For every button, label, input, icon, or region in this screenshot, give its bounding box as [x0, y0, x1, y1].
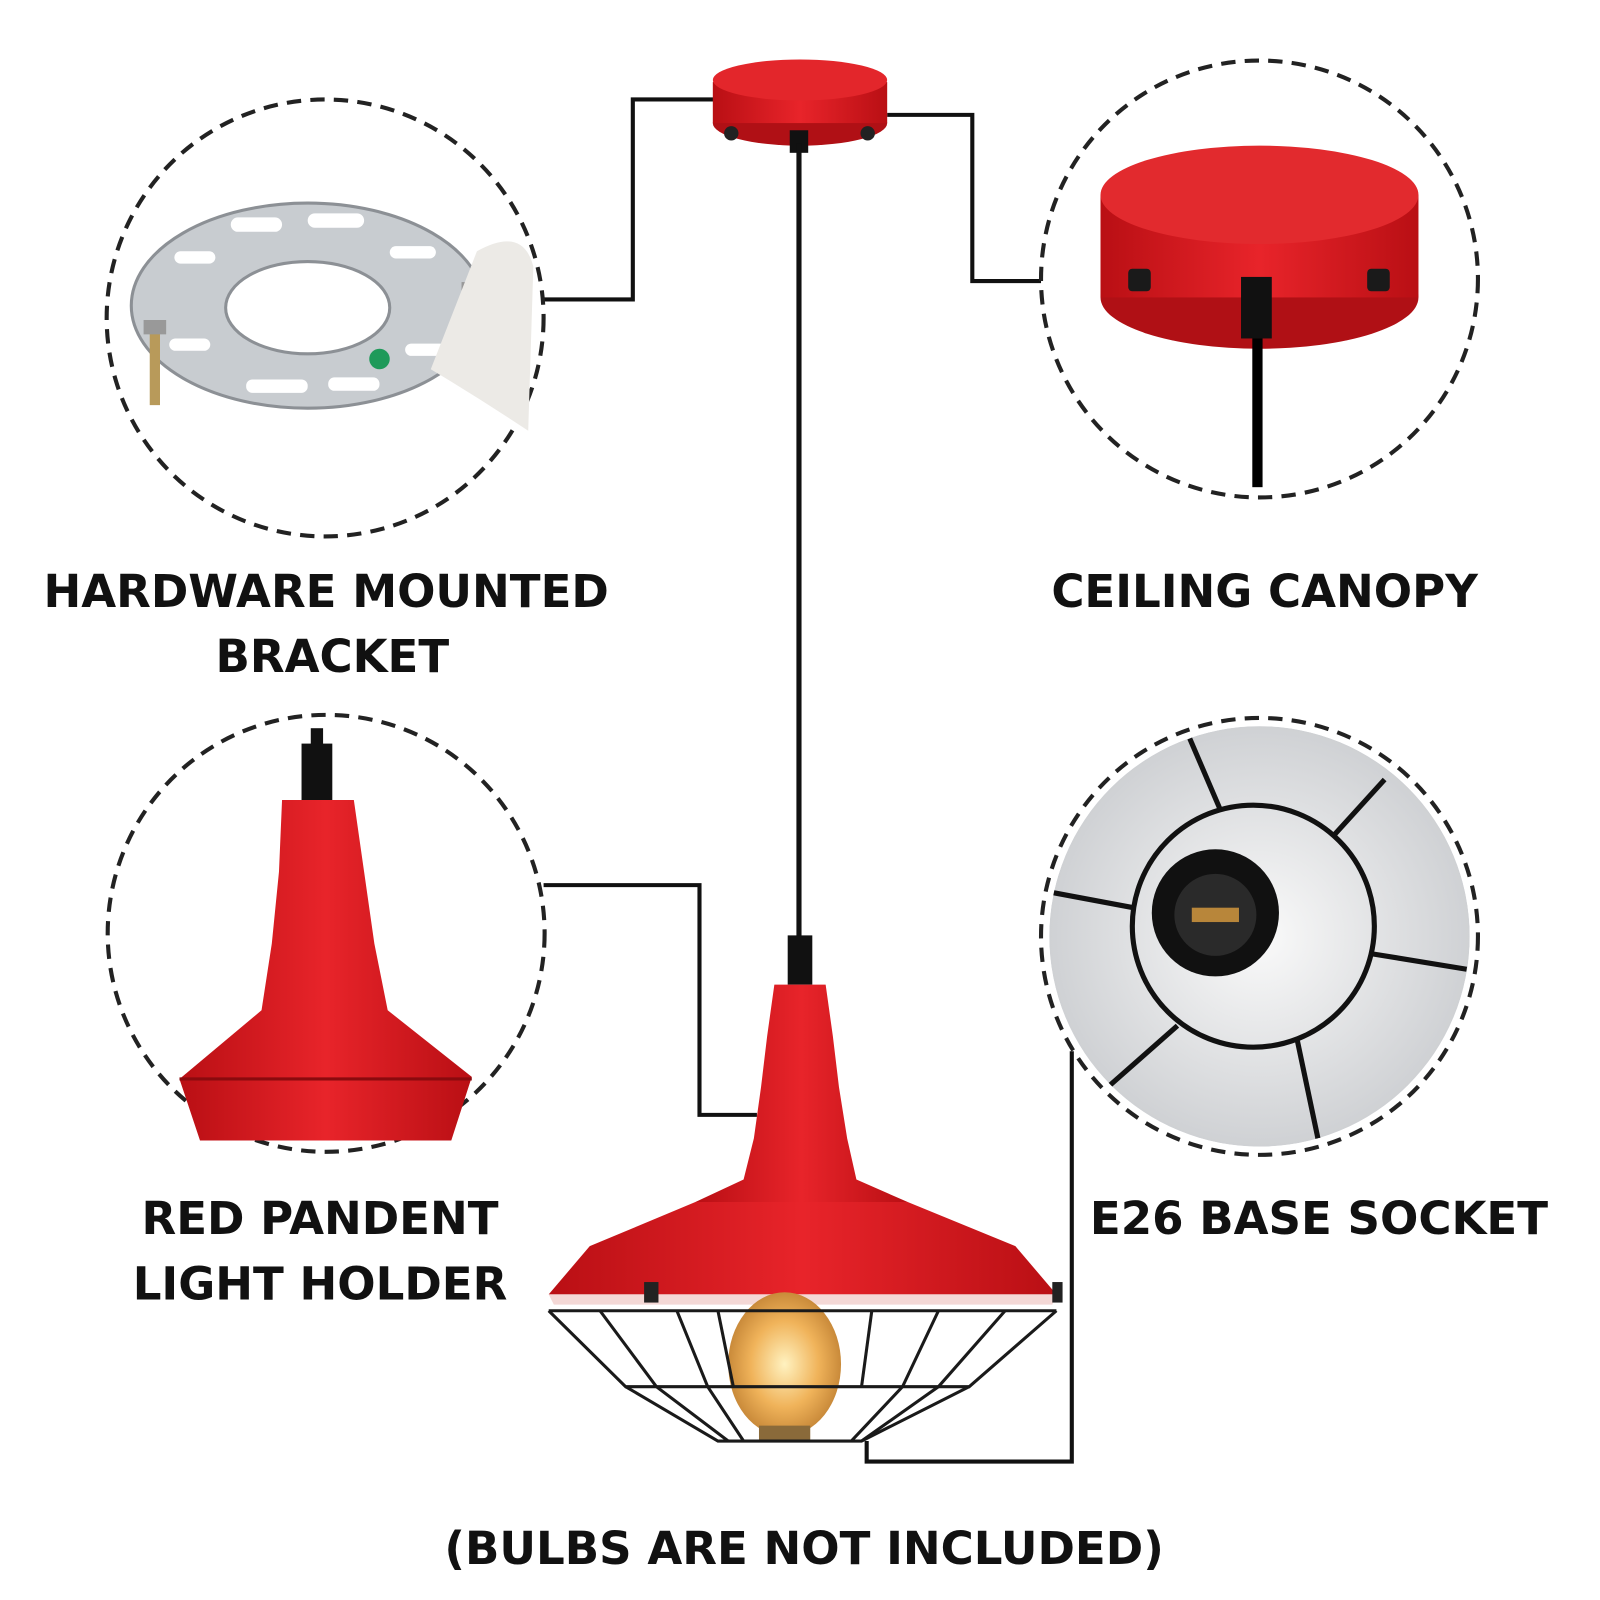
label-holder-line2: LIGHT HOLDER: [133, 1257, 508, 1310]
leader-line-socket: [864, 1051, 1074, 1464]
label-bracket-line2: BRACKET: [215, 630, 449, 683]
main-canopy: [712, 59, 888, 153]
canopy-detail-circle: [1038, 58, 1480, 500]
leader-line-bracket: [543, 97, 715, 302]
ceiling-canopy-image: [1100, 145, 1419, 488]
e26-socket-image: [1049, 726, 1470, 1147]
label-canopy: CEILING CANOPY: [1051, 565, 1479, 618]
mounting-bracket-image: [129, 201, 534, 431]
bracket-detail-circle: [104, 97, 546, 539]
label-socket: E26 BASE SOCKET: [1090, 1192, 1548, 1245]
leader-line-holder: [543, 883, 757, 1117]
main-pendant-lamp: [547, 935, 1063, 1443]
pendant-holder-image: [179, 728, 472, 1141]
leader-line-canopy: [887, 112, 1042, 284]
label-holder-line1: RED PANDENT: [141, 1192, 498, 1245]
holder-detail-circle: [105, 712, 547, 1154]
label-bulbs-note: (BULBS ARE NOT INCLUDED): [444, 1522, 1163, 1575]
label-bracket-line1: HARDWARE MOUNTED: [43, 565, 608, 618]
socket-detail-circle: [1038, 715, 1480, 1157]
